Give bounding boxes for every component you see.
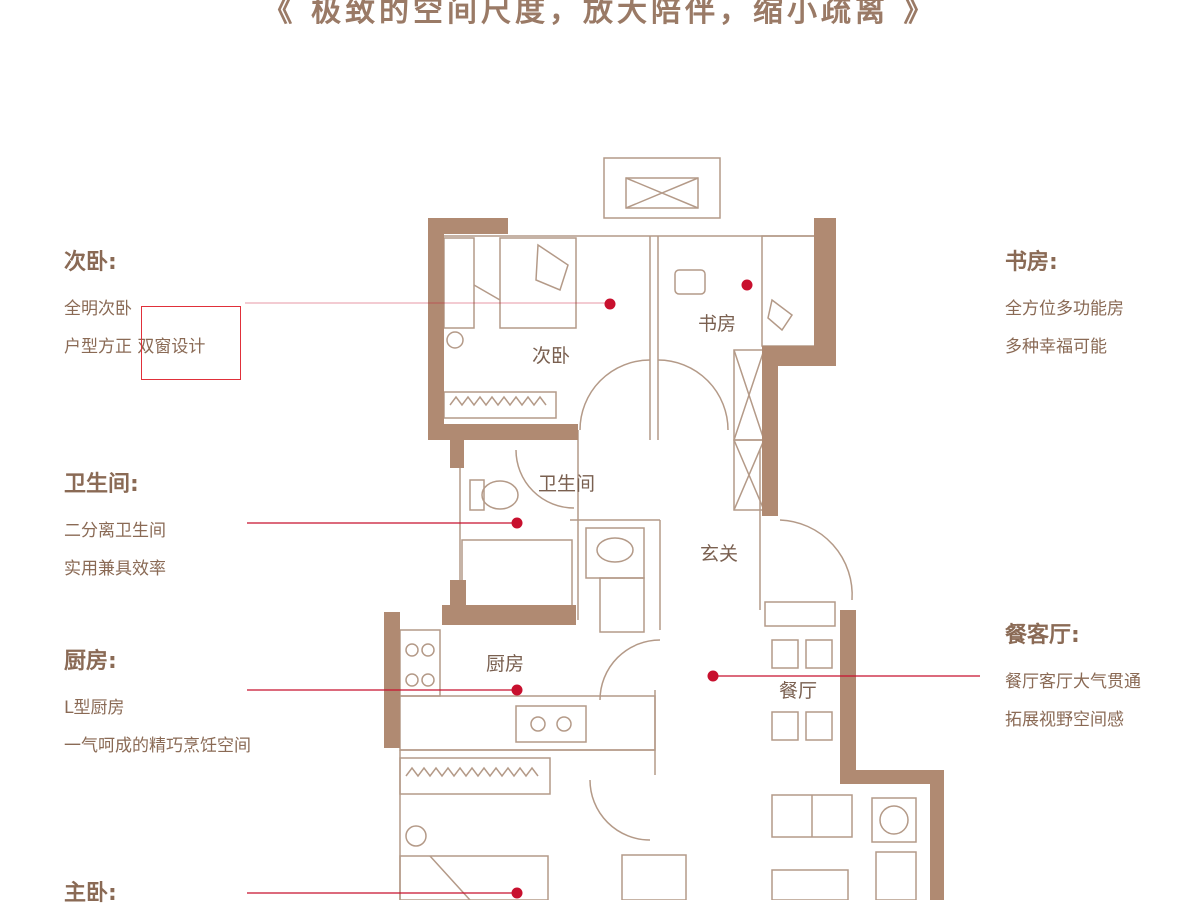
marker-weishengjian xyxy=(511,517,523,529)
room-label-canting: 餐厅 xyxy=(779,680,817,702)
note-title: 厨房: xyxy=(64,649,117,674)
floor-plan: 次卧 书房 卫生间 玄关 厨房 餐厅 xyxy=(245,157,980,900)
note-line: 拓展视野空间感 xyxy=(1005,710,1124,730)
note-line: 全明次卧 xyxy=(64,299,132,319)
balcony xyxy=(603,157,721,219)
wall-study-right xyxy=(814,218,836,366)
stove xyxy=(399,629,441,697)
shower xyxy=(461,539,573,607)
marker-zhuwo xyxy=(511,887,523,899)
note-line: 餐厅客厅大气贯通 xyxy=(1005,672,1141,692)
room-label-chufang: 厨房 xyxy=(486,653,524,675)
study-desk xyxy=(761,235,821,347)
washer xyxy=(871,797,917,843)
note-line: 实用兼具效率 xyxy=(64,559,166,579)
room-label-shufang: 书房 xyxy=(698,313,736,335)
master-closet xyxy=(399,757,551,795)
note-line: L型厨房 xyxy=(64,698,125,718)
note-ciwo: 次卧: 全明次卧 户型方正 双窗设计 xyxy=(64,244,205,366)
note-line: 一气呵成的精巧烹饪空间 xyxy=(64,736,251,756)
note-canketing: 餐客厅: 餐厅客厅大气贯通 拓展视野空间感 xyxy=(1005,617,1141,739)
note-line: 二分离卫生间 xyxy=(64,521,166,541)
toilet xyxy=(481,480,519,510)
marker-chufang xyxy=(511,684,523,696)
note-line: 多种幸福可能 xyxy=(1005,337,1107,357)
note-title: 书房: xyxy=(1005,250,1058,275)
ciwo-bed xyxy=(499,237,577,329)
note-chufang: 厨房: L型厨房 一气呵成的精巧烹饪空间 xyxy=(64,643,251,765)
ciwo-closet xyxy=(443,391,557,419)
note-title: 次卧: xyxy=(64,250,117,275)
room-label-ciwo: 次卧 xyxy=(532,345,570,367)
note-line: 全方位多功能房 xyxy=(1005,299,1124,319)
room-label-xuanguan: 玄关 xyxy=(700,543,738,565)
note-title: 餐客厅: xyxy=(1005,623,1080,648)
marker-canketing xyxy=(707,670,719,682)
ciwo-wardrobe xyxy=(443,237,475,329)
marker-ciwo xyxy=(604,298,616,310)
note-line: 户型方正 双窗设计 xyxy=(64,337,206,357)
wall-study-side xyxy=(762,346,778,516)
wall-ciwo-left xyxy=(428,218,444,436)
headline: 《 极致的空间尺度，放大陪伴，缩小疏离 》 xyxy=(262,0,938,29)
marker-shufang xyxy=(741,279,753,291)
wall-ciwo-bottom xyxy=(428,424,578,440)
note-title: 主卧: xyxy=(64,881,117,906)
balcony-window xyxy=(625,177,699,209)
wall-kitchen-left xyxy=(384,612,400,748)
note-weishengjian: 卫生间: 二分离卫生间 实用兼具效率 xyxy=(64,466,166,588)
basin xyxy=(585,527,645,579)
sink xyxy=(515,705,587,743)
note-zhuwo: 主卧: xyxy=(64,875,117,921)
note-shufang: 书房: 全方位多功能房 多种幸福可能 xyxy=(1005,244,1124,366)
room-label-weishengjian: 卫生间 xyxy=(538,473,595,495)
wall-dining-right xyxy=(840,610,856,784)
wall-bath-bottom xyxy=(442,605,576,625)
highlight-box xyxy=(141,306,241,380)
master-bed xyxy=(399,855,549,900)
note-title: 卫生间: xyxy=(64,472,139,497)
